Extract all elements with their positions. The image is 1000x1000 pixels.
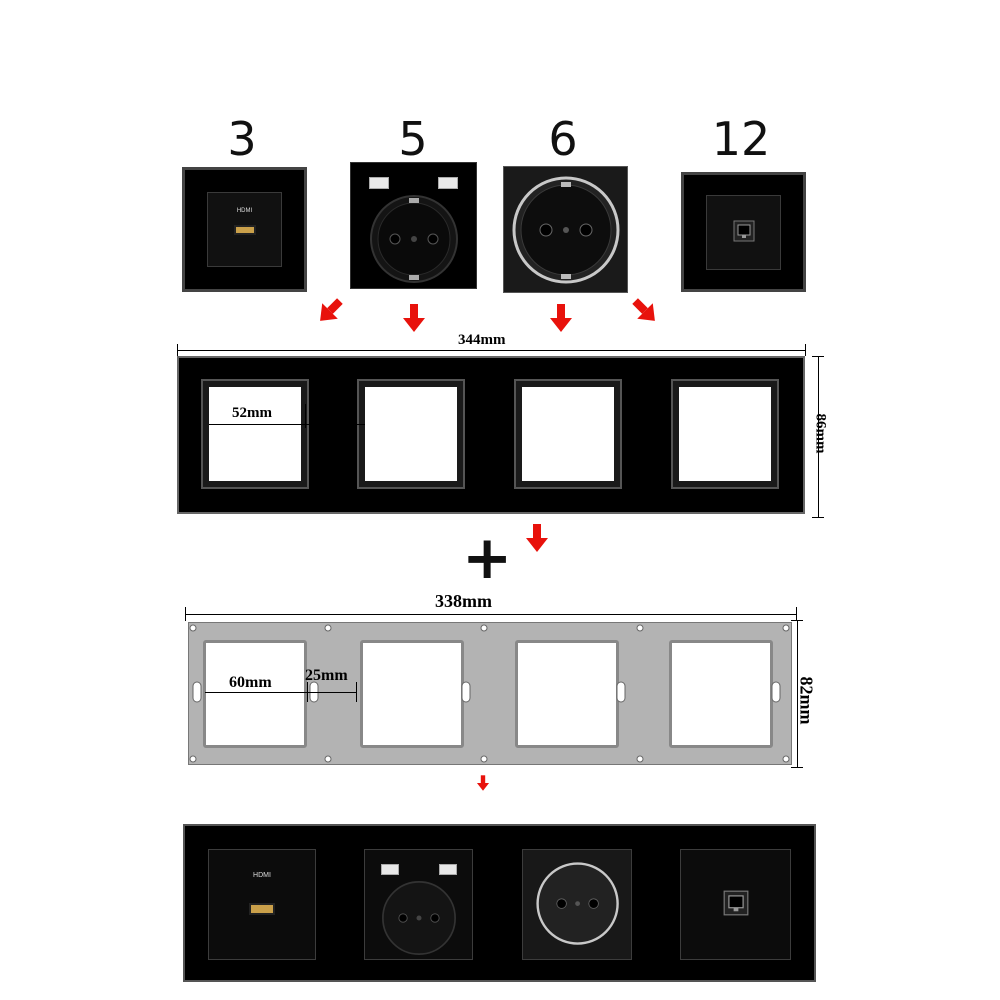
module-number-usb-socket: 5 <box>398 112 428 166</box>
assembled-socket-module <box>522 849 632 960</box>
assembled-usb-left-icon <box>381 864 399 875</box>
plate-height-tick-bottom <box>791 767 803 768</box>
hdmi-module: HDMI <box>182 167 307 292</box>
frame-opening-4 <box>671 379 779 489</box>
hdmi-port-icon <box>234 225 256 235</box>
frame-gap-label: 34mm <box>309 405 349 421</box>
plate-opening-2 <box>360 640 464 748</box>
network-module-face <box>706 195 781 270</box>
frame-opening-3 <box>514 379 622 489</box>
arrow-network-icon <box>627 293 663 329</box>
network-module <box>681 172 806 292</box>
assembled-ethernet-port-icon <box>723 890 749 916</box>
module-number-network: 12 <box>711 112 771 166</box>
ethernet-port-icon <box>733 220 755 242</box>
plate-height-tick-top <box>791 620 803 621</box>
frame-opening-2 <box>357 379 465 489</box>
assembled-network-module <box>680 849 791 960</box>
frame-width-tick-right <box>805 344 806 356</box>
module-number-hdmi: 3 <box>227 112 257 166</box>
plate-gap-label: 25mm <box>305 667 348 684</box>
arrow-frame-to-plate-icon <box>526 524 548 552</box>
plate-opening-divider <box>307 682 308 702</box>
frame-width-tick-left <box>177 344 178 356</box>
arrow-usb-socket-icon <box>403 304 425 332</box>
plate-gap-divider <box>356 682 357 702</box>
frame-opening-label: 52mm <box>232 405 272 421</box>
plate-opening-3 <box>515 640 619 748</box>
schuko-socket-icon <box>370 195 458 283</box>
frame-height-label: 86mm <box>812 413 829 454</box>
plate-width-tick-left <box>185 607 186 621</box>
plate-opening-label: 60mm <box>229 674 272 691</box>
arrow-socket-icon <box>550 304 572 332</box>
schuko-socket-chrome-icon <box>512 176 620 284</box>
frame-opening-dimension-line <box>209 424 365 425</box>
frame-height-tick-top <box>812 356 824 357</box>
plate-width-label: 338mm <box>435 591 492 611</box>
usb-port-right-icon <box>438 177 458 189</box>
frame-width-label: 344mm <box>458 332 506 348</box>
frame-width-dimension-line <box>177 350 805 351</box>
assembled-hdmi-port-icon <box>249 903 275 915</box>
plate-opening-1 <box>203 640 307 748</box>
frame-height-tick-bottom <box>812 517 824 518</box>
socket-module <box>503 166 628 293</box>
frame-opening-divider <box>305 404 306 428</box>
plus-sign: + <box>462 523 513 593</box>
assembled-hdmi-module: HDMI <box>208 849 316 960</box>
plate-height-label: 82mm <box>796 676 817 725</box>
assembled-hdmi-label: HDMI <box>253 872 271 879</box>
plate-opening-dimension-line <box>205 692 357 693</box>
frame-height-dimension-line <box>818 356 819 518</box>
module-number-socket: 6 <box>548 112 578 166</box>
arrow-hdmi-icon <box>312 293 348 329</box>
assembled-schuko-socket-icon <box>382 881 456 955</box>
assembled-usb-socket-module <box>364 849 473 960</box>
usb-socket-module <box>350 162 477 289</box>
plate-opening-4 <box>669 640 773 748</box>
assembled-schuko-chrome-icon <box>536 862 619 945</box>
plate-height-dimension-line <box>797 620 798 768</box>
usb-port-left-icon <box>369 177 389 189</box>
plate-slots-icon <box>189 624 790 763</box>
hdmi-module-label: HDMI <box>236 208 253 214</box>
hdmi-module-face: HDMI <box>207 192 282 267</box>
arrow-plate-to-assembly-icon <box>476 775 490 791</box>
frame-opening-1 <box>201 379 309 489</box>
assembled-usb-right-icon <box>439 864 457 875</box>
plate-width-tick-right <box>796 607 797 621</box>
plate-width-dimension-line <box>185 614 797 615</box>
